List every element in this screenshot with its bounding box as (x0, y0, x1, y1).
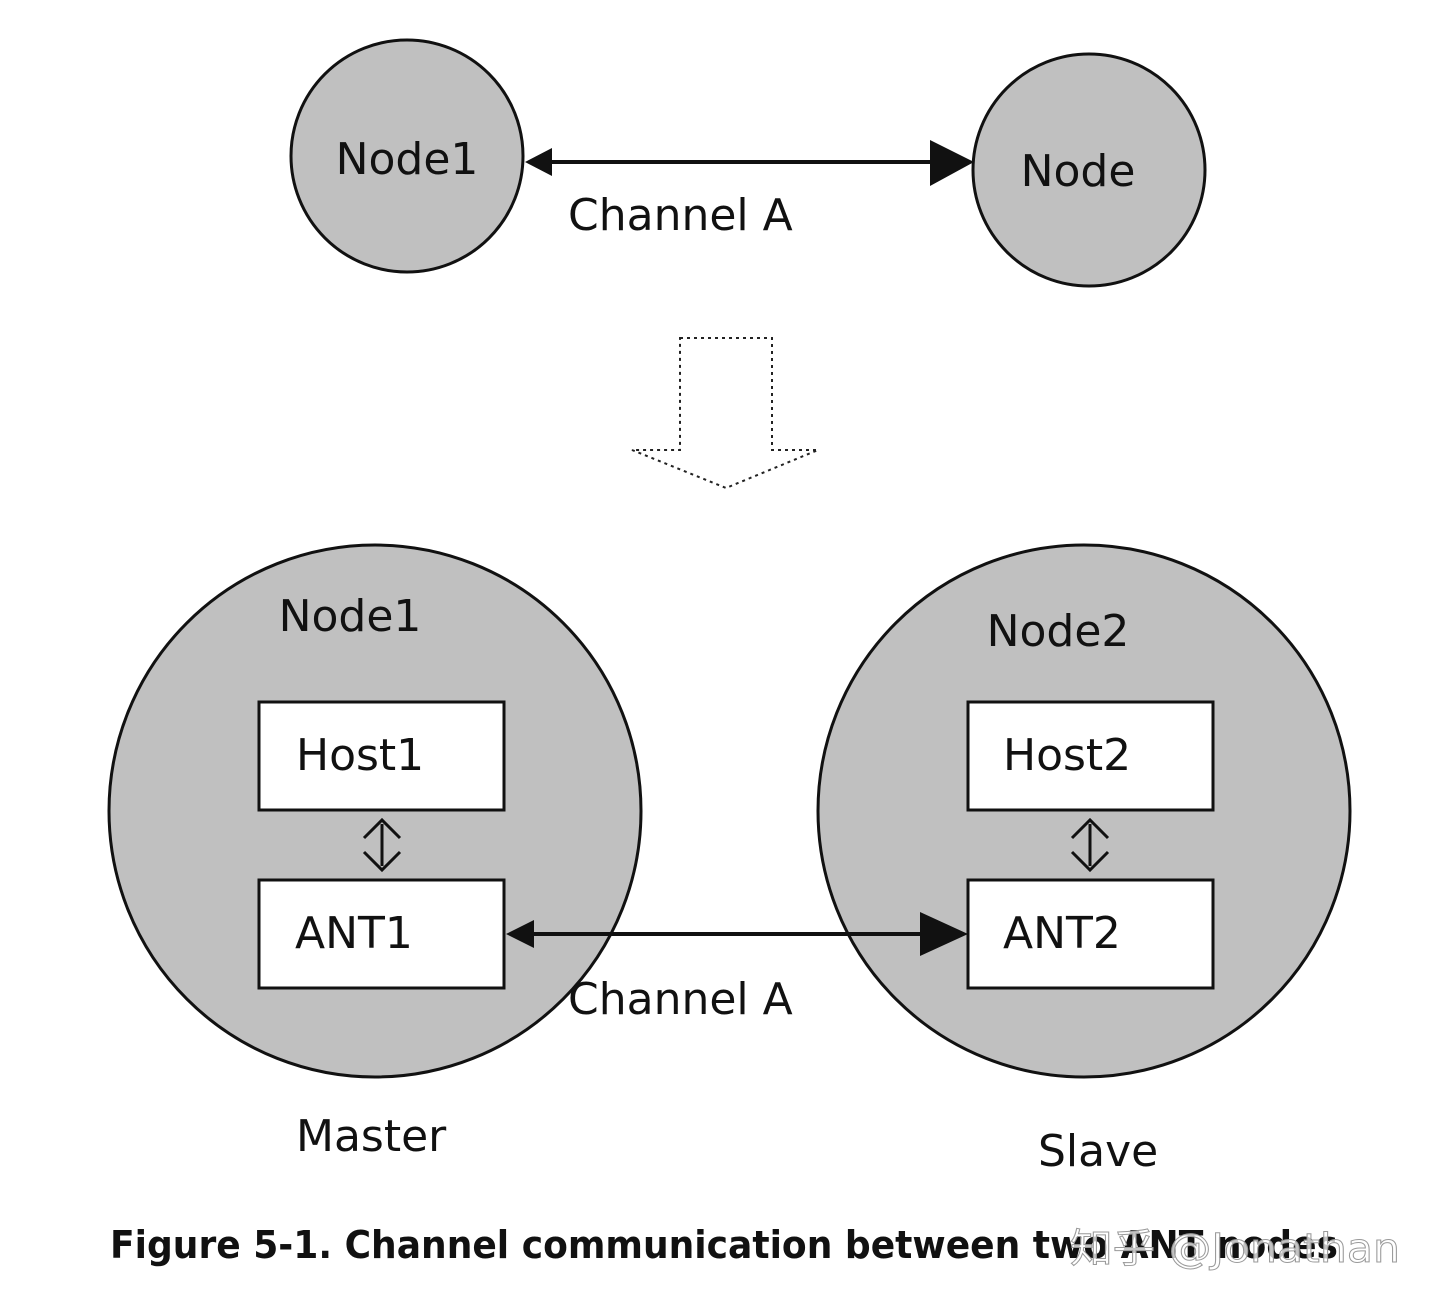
top-channel-arrow (525, 140, 974, 186)
slave-label: Slave (1038, 1126, 1158, 1177)
top-node-left-label: Node1 (336, 134, 479, 185)
node1-label: Node1 (279, 591, 422, 642)
top-node-right-label: Node (1021, 146, 1136, 197)
master-label: Master (296, 1111, 447, 1162)
host2-ant2-vertical-arrow (1070, 817, 1110, 873)
bottom-arrowhead-left (506, 920, 534, 948)
bottom-arrowhead-right (920, 912, 968, 956)
top-arrowhead-right (930, 140, 974, 186)
ant1-label: ANT1 (295, 908, 413, 959)
host1-ant1-vertical-arrow (362, 817, 402, 873)
top-node-right-circle (971, 52, 1207, 288)
ant2-label: ANT2 (1003, 908, 1121, 959)
top-arrowhead-left (525, 148, 552, 176)
ant2-box (966, 878, 1215, 990)
watermark: 知乎 @Jonathan (1070, 1226, 1400, 1272)
top-node-left-circle (289, 38, 525, 274)
top-channel-label: Channel A (568, 190, 793, 241)
figure-caption: Figure 5-1. Channel communication betwee… (110, 1223, 1338, 1267)
bottom-channel-label: Channel A (568, 974, 793, 1025)
node2-label: Node2 (987, 606, 1130, 657)
transition-down-arrow (631, 337, 819, 490)
host2-box (966, 700, 1215, 812)
bottom-channel-arrow (506, 912, 968, 956)
host2-label: Host2 (1003, 730, 1131, 781)
host1-box (257, 700, 506, 812)
ant1-box (257, 878, 506, 990)
host1-label: Host1 (296, 730, 424, 781)
